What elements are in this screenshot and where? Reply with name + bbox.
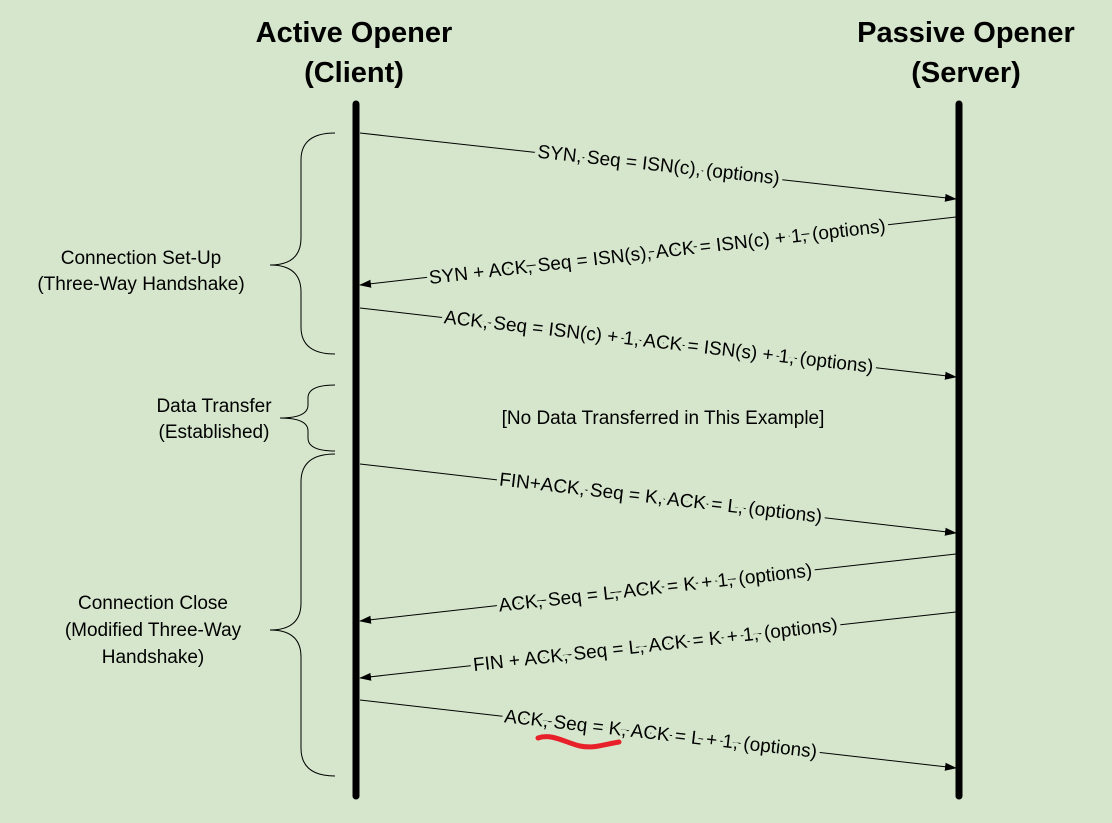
close-label-line2: (Modified Three-Way [65,620,242,641]
msg-fin-ack2: FIN + ACK, Seq = L, ACK = K + 1, (option… [359,611,957,681]
fin-ack2-label: FIN + ACK, Seq = L, ACK = K + 1, (option… [472,615,839,676]
syn-label: SYN, Seq = ISN(c), (options) [536,142,780,190]
ack1-arrow [359,307,957,380]
client-title: Active Opener [256,17,453,49]
msg-fin-ack: FIN+ACK, Seq = K, ACK = L, (options) [359,463,957,536]
fin-ack-arrow [359,463,957,536]
msg-ack2: ACK, Seq = L, ACK = K + 1, (options) [359,553,957,624]
msg-syn-ack: SYN + ACK, Seq = ISN(s), ACK = ISN(c) + … [359,212,957,293]
no-data-note: [No Data Transferred in This Example] [502,408,825,429]
ack3-arrow [359,699,957,771]
fin-ack-label: FIN+ACK, Seq = K, ACK = L, (options) [498,469,823,527]
msg-ack1: ACK, Seq = ISN(c) + 1, ACK = ISN(s) + 1,… [359,303,957,382]
syn-ack-label: SYN + ACK, Seq = ISN(s), ACK = ISN(c) + … [428,216,887,289]
data-transfer-brace [279,384,336,452]
close-brace [269,453,336,777]
msg-syn: SYN, Seq = ISN(c), (options) [359,132,957,202]
msg-ack3: ACK, Seq = K, ACK = L + 1, (options) [359,699,957,771]
setup-label-line1: Connection Set-Up [61,248,222,269]
close-label-line3: Handshake) [102,647,204,668]
data-label-line2: (Established) [159,422,270,443]
fin-ack2-arrow [359,611,957,681]
ack1-label: ACK, Seq = ISN(c) + 1, ACK = ISN(s) + 1,… [443,307,874,378]
syn-ack-arrow [359,216,957,288]
ack2-label: ACK, Seq = L, ACK = K + 1, (options) [498,560,814,616]
setup-brace [269,132,336,355]
red-underline-mark [535,734,622,750]
ack2-arrow [359,553,957,624]
server-title: Passive Opener [857,17,1075,49]
close-label-line1: Connection Close [78,593,228,614]
setup-label-line2: (Three-Way Handshake) [37,274,244,295]
syn-arrow [359,132,957,202]
data-label-line1: Data Transfer [156,396,272,417]
server-subtitle: (Server) [911,57,1021,89]
client-subtitle: (Client) [304,57,404,89]
